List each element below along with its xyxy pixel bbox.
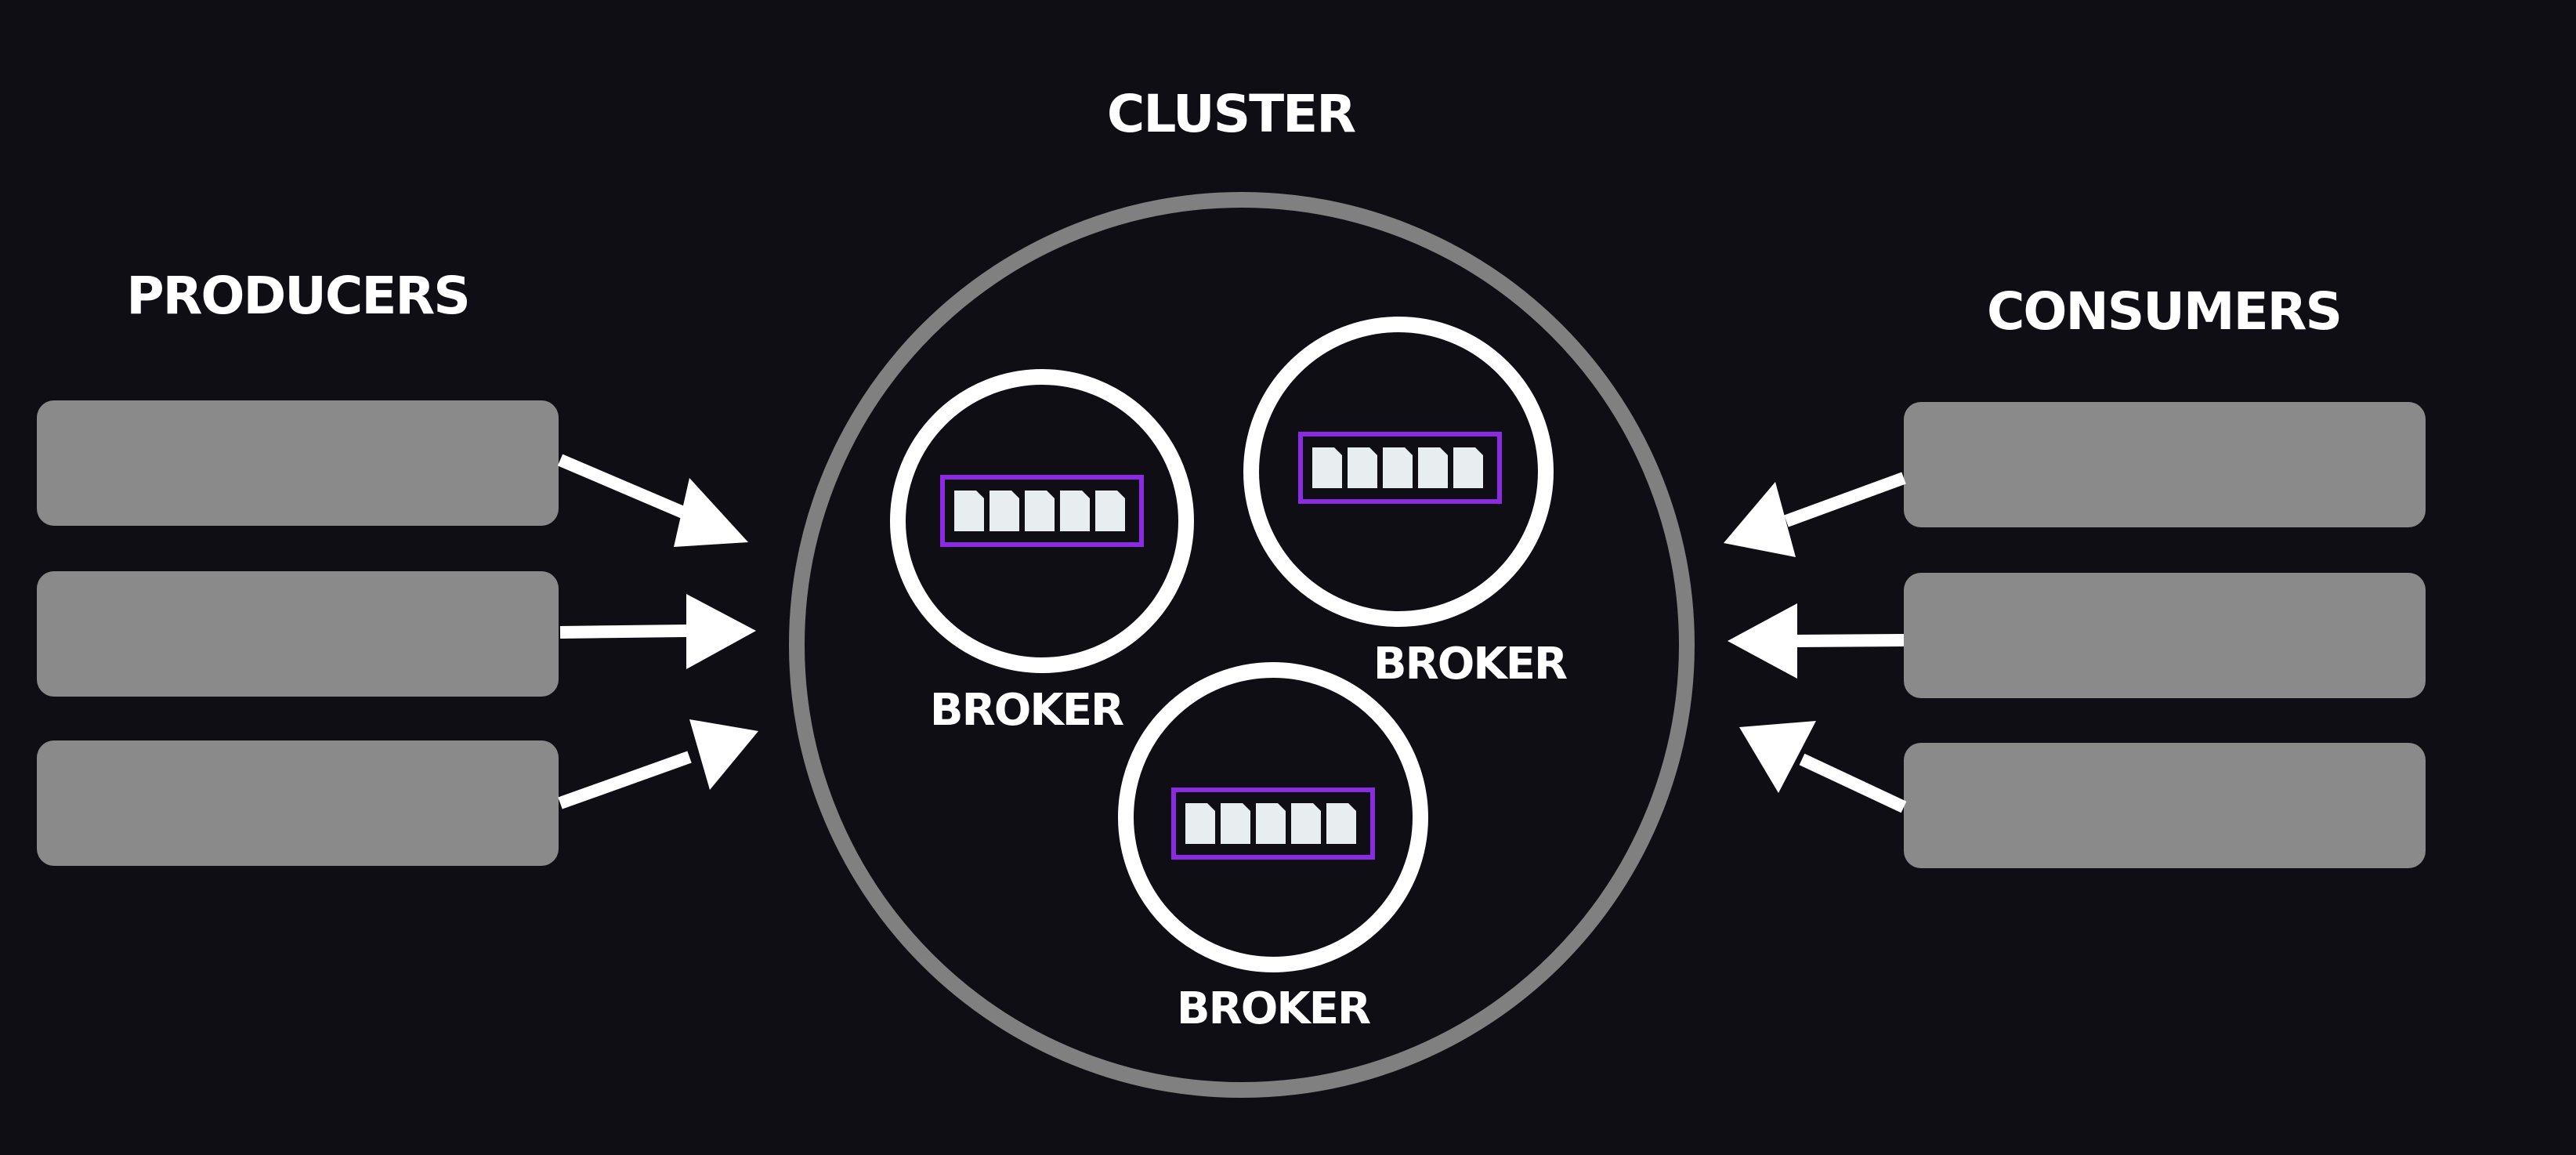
message-icon — [1060, 491, 1090, 531]
message-icon — [1418, 447, 1448, 488]
message-icon — [1291, 803, 1321, 844]
message-icon — [954, 491, 984, 531]
message-icon — [1025, 491, 1055, 531]
cluster-ring — [789, 192, 1695, 1098]
consumers-group — [1904, 402, 2426, 868]
cluster-title: CLUSTER — [1107, 84, 1355, 144]
producer-box[interactable] — [37, 571, 559, 697]
producer-arrows — [557, 454, 758, 809]
consumers-title: CONSUMERS — [1987, 281, 2341, 342]
arrow-icon — [559, 625, 687, 639]
broker-1[interactable]: BROKER — [890, 369, 1194, 736]
broker-2[interactable]: BROKER — [1243, 317, 1568, 690]
message-icon — [1312, 447, 1342, 488]
broker-label: BROKER — [1373, 639, 1567, 690]
consumer-box[interactable] — [1904, 402, 2426, 527]
message-icon — [1383, 447, 1413, 488]
arrow-icon — [1784, 472, 1906, 527]
arrow-icon — [1799, 753, 1907, 813]
broker-ring — [1118, 662, 1428, 972]
arrowhead-icon — [689, 719, 758, 790]
consumer-arrows — [1724, 472, 1907, 813]
arrow-icon — [557, 454, 686, 519]
arrowhead-icon — [674, 478, 748, 547]
queue-frame — [940, 475, 1144, 547]
arrow-icon — [1793, 634, 1905, 647]
arrow-icon — [558, 751, 692, 809]
message-icon — [1221, 803, 1250, 844]
broker-label: BROKER — [1177, 983, 1370, 1034]
producers-title: PRODUCERS — [126, 266, 469, 326]
message-icon — [990, 491, 1019, 531]
consumer-box[interactable] — [1904, 573, 2426, 698]
arrowhead-icon — [686, 594, 756, 669]
broker-3[interactable]: BROKER — [1118, 662, 1428, 1034]
queue-frame — [1171, 788, 1375, 860]
broker-label: BROKER — [930, 685, 1123, 736]
message-icon — [1185, 803, 1215, 844]
message-icon — [1326, 803, 1356, 844]
broker-queue — [1298, 432, 1502, 504]
arrowhead-icon — [1739, 721, 1816, 793]
message-icon — [1453, 447, 1483, 488]
queue-frame — [1298, 432, 1502, 504]
broker-queue — [940, 475, 1144, 547]
arrowhead-icon — [1728, 603, 1797, 679]
broker-queue — [1171, 788, 1375, 860]
message-icon — [1256, 803, 1286, 844]
producers-group — [37, 400, 559, 866]
arrowhead-icon — [1724, 482, 1796, 557]
broker-ring — [1243, 317, 1554, 627]
message-icon — [1348, 447, 1377, 488]
producer-box[interactable] — [37, 740, 559, 866]
broker-ring — [890, 369, 1194, 673]
consumer-box[interactable] — [1904, 743, 2426, 868]
message-icon — [1095, 491, 1125, 531]
producer-box[interactable] — [37, 400, 559, 526]
